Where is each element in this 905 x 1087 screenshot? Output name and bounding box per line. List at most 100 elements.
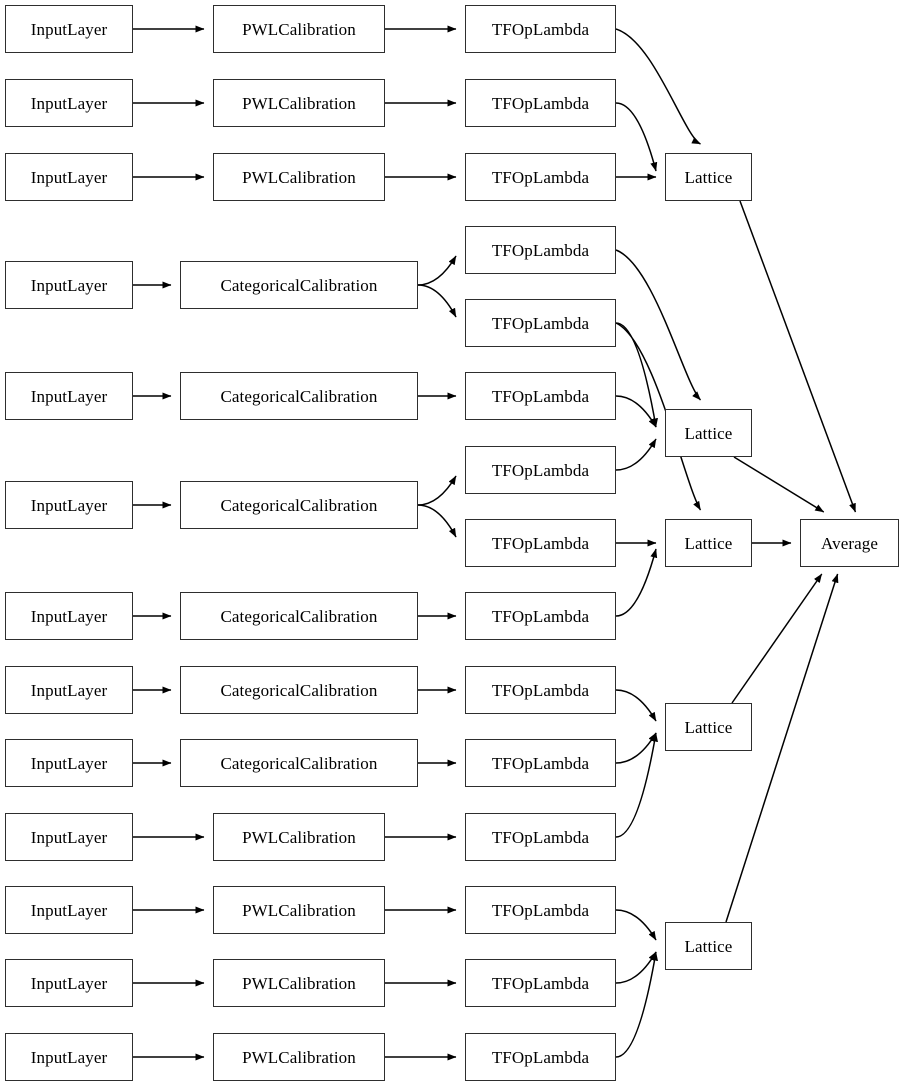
node-label: InputLayer: [30, 900, 108, 920]
node-pwl[interactable]: PWLCalibration: [213, 959, 385, 1007]
node-lattice[interactable]: Lattice: [665, 922, 752, 970]
node-label: InputLayer: [30, 606, 108, 626]
node-label: Lattice: [684, 533, 733, 553]
node-label: PWLCalibration: [242, 973, 356, 993]
node-tfop[interactable]: TFOpLambda: [465, 813, 616, 861]
edge-op13-to-lat5: [615, 909, 657, 941]
edge-op9-to-lat3: [615, 548, 658, 617]
node-categorical[interactable]: CategoricalCalibration: [180, 739, 418, 787]
node-label: TFOpLambda: [491, 827, 590, 847]
node-label: TFOpLambda: [491, 533, 590, 553]
node-input[interactable]: InputLayer: [5, 1033, 133, 1081]
node-pwl[interactable]: PWLCalibration: [213, 813, 385, 861]
node-lattice[interactable]: Lattice: [665, 153, 752, 201]
node-label: Lattice: [684, 936, 733, 956]
node-pwl[interactable]: PWLCalibration: [213, 5, 385, 53]
node-tfop[interactable]: TFOpLambda: [465, 666, 616, 714]
node-label: CategoricalCalibration: [220, 495, 378, 515]
node-label: InputLayer: [30, 275, 108, 295]
node-tfop[interactable]: TFOpLambda: [465, 153, 616, 201]
node-tfop[interactable]: TFOpLambda: [465, 519, 616, 567]
node-categorical[interactable]: CategoricalCalibration: [180, 666, 418, 714]
node-input[interactable]: InputLayer: [5, 739, 133, 787]
node-label: PWLCalibration: [242, 900, 356, 920]
node-input[interactable]: InputLayer: [5, 261, 133, 309]
node-label: Lattice: [684, 167, 733, 187]
node-label: CategoricalCalibration: [220, 680, 378, 700]
node-tfop[interactable]: TFOpLambda: [465, 886, 616, 934]
node-tfop[interactable]: TFOpLambda: [465, 79, 616, 127]
node-pwl[interactable]: PWLCalibration: [213, 79, 385, 127]
node-input[interactable]: InputLayer: [5, 813, 133, 861]
node-pwl[interactable]: PWLCalibration: [213, 1033, 385, 1081]
node-input[interactable]: InputLayer: [5, 666, 133, 714]
node-label: Lattice: [684, 717, 733, 737]
node-label: TFOpLambda: [491, 19, 590, 39]
node-tfop[interactable]: TFOpLambda: [465, 226, 616, 274]
node-label: Average: [820, 533, 878, 553]
node-label: InputLayer: [30, 973, 108, 993]
node-label: CategoricalCalibration: [220, 275, 378, 295]
node-label: PWLCalibration: [242, 1047, 356, 1067]
node-input[interactable]: InputLayer: [5, 481, 133, 529]
node-input[interactable]: InputLayer: [5, 153, 133, 201]
node-label: CategoricalCalibration: [220, 753, 378, 773]
node-tfop[interactable]: TFOpLambda: [465, 739, 616, 787]
node-label: TFOpLambda: [491, 680, 590, 700]
node-tfop[interactable]: TFOpLambda: [465, 959, 616, 1007]
node-input[interactable]: InputLayer: [5, 959, 133, 1007]
node-input[interactable]: InputLayer: [5, 592, 133, 640]
node-tfop[interactable]: TFOpLambda: [465, 1033, 616, 1081]
node-label: TFOpLambda: [491, 973, 590, 993]
edge-cal4-to-op5: [417, 284, 457, 318]
node-lattice[interactable]: Lattice: [665, 703, 752, 751]
node-lattice[interactable]: Lattice: [665, 519, 752, 567]
node-label: InputLayer: [30, 386, 108, 406]
node-input[interactable]: InputLayer: [5, 5, 133, 53]
node-categorical[interactable]: CategoricalCalibration: [180, 481, 418, 529]
node-label: InputLayer: [30, 680, 108, 700]
node-label: TFOpLambda: [491, 313, 590, 333]
node-categorical[interactable]: CategoricalCalibration: [180, 592, 418, 640]
node-label: TFOpLambda: [491, 1047, 590, 1067]
node-label: InputLayer: [30, 827, 108, 847]
edge-lat1-to-avg: [739, 200, 857, 513]
node-tfop[interactable]: TFOpLambda: [465, 592, 616, 640]
edge-op7-to-lat2: [615, 438, 657, 471]
edge-op10-to-lat4: [615, 689, 657, 722]
node-input[interactable]: InputLayer: [5, 372, 133, 420]
node-label: TFOpLambda: [491, 606, 590, 626]
edge-lat4-to-avg: [731, 573, 823, 704]
node-label: CategoricalCalibration: [220, 386, 378, 406]
node-label: InputLayer: [30, 93, 108, 113]
node-tfop[interactable]: TFOpLambda: [465, 372, 616, 420]
node-pwl[interactable]: PWLCalibration: [213, 153, 385, 201]
node-label: PWLCalibration: [242, 19, 356, 39]
edge-op5-to-lat2: [615, 322, 658, 428]
node-label: InputLayer: [30, 753, 108, 773]
node-tfop[interactable]: TFOpLambda: [465, 5, 616, 53]
node-label: TFOpLambda: [491, 93, 590, 113]
edge-op6-to-lat2: [615, 395, 657, 428]
node-categorical[interactable]: CategoricalCalibration: [180, 261, 418, 309]
node-categorical[interactable]: CategoricalCalibration: [180, 372, 418, 420]
node-tfop[interactable]: TFOpLambda: [465, 446, 616, 494]
node-label: TFOpLambda: [491, 167, 590, 187]
node-input[interactable]: InputLayer: [5, 79, 133, 127]
node-label: PWLCalibration: [242, 827, 356, 847]
node-lattice[interactable]: Lattice: [665, 409, 752, 457]
edge-lat2-to-avg: [733, 456, 825, 513]
edge-cal6-to-op8: [417, 504, 457, 538]
edge-op11-to-lat4: [615, 732, 657, 764]
node-input[interactable]: InputLayer: [5, 886, 133, 934]
node-average[interactable]: Average: [800, 519, 899, 567]
node-label: PWLCalibration: [242, 167, 356, 187]
node-label: InputLayer: [30, 167, 108, 187]
node-label: InputLayer: [30, 19, 108, 39]
node-pwl[interactable]: PWLCalibration: [213, 886, 385, 934]
node-tfop[interactable]: TFOpLambda: [465, 299, 616, 347]
node-label: TFOpLambda: [491, 900, 590, 920]
node-label: InputLayer: [30, 495, 108, 515]
